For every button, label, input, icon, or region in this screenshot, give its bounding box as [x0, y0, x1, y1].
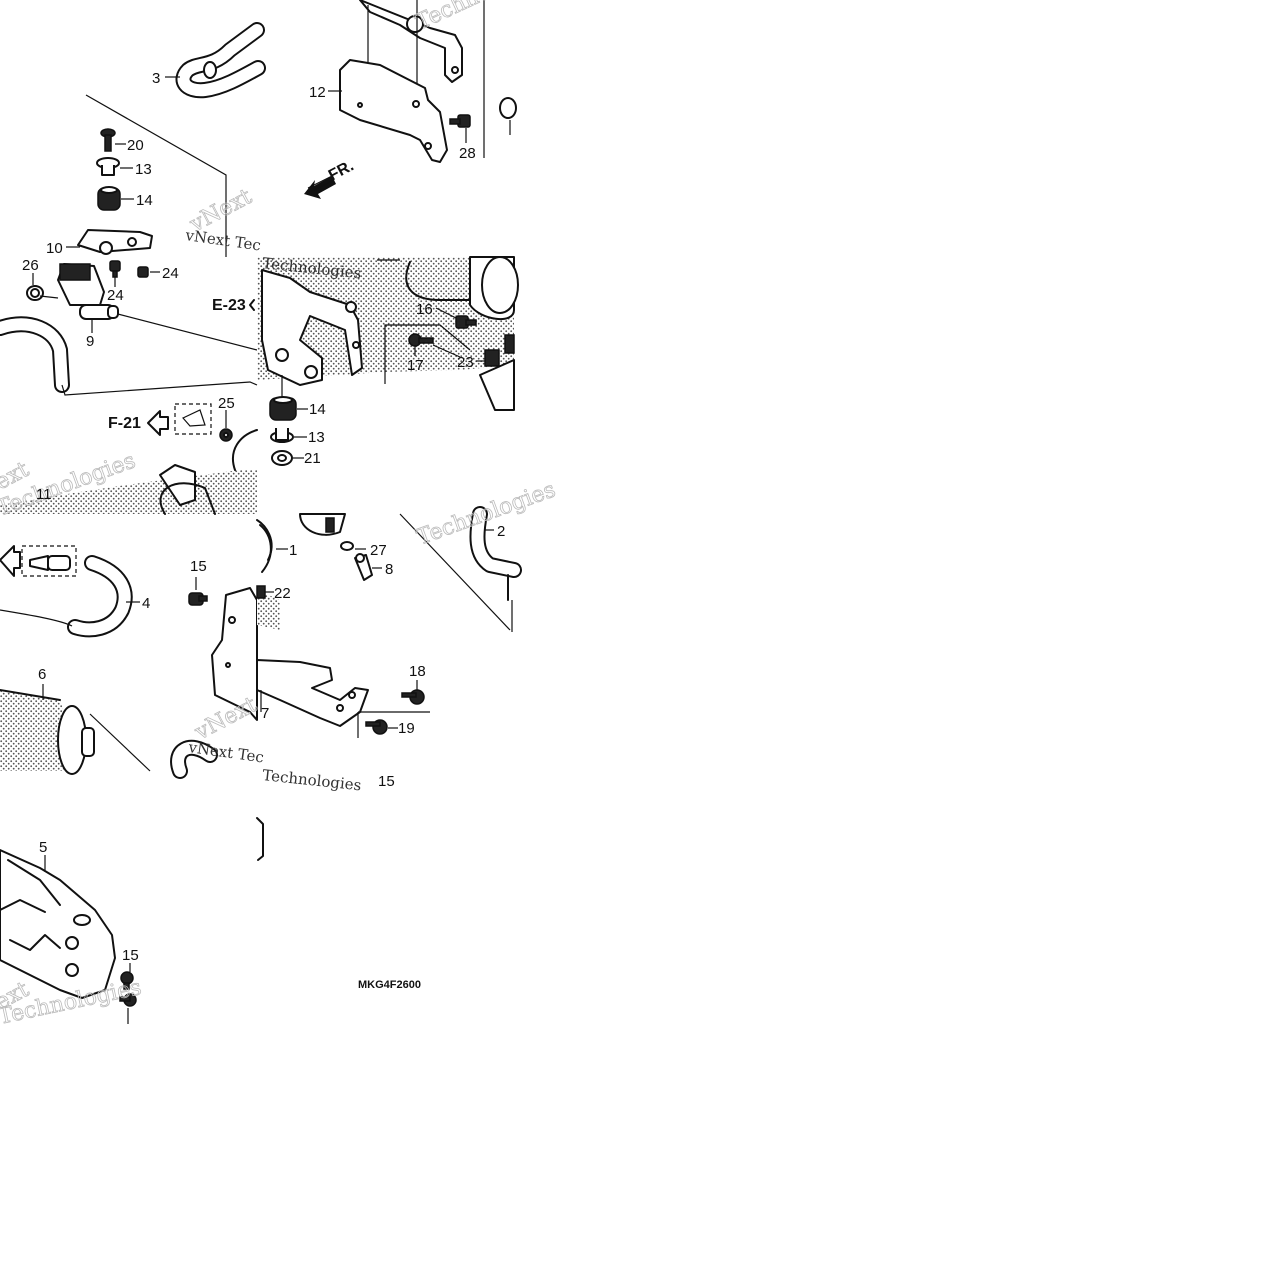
callout-3: 3	[152, 70, 160, 87]
collar-part-13	[270, 428, 294, 443]
callout-11: 11	[36, 486, 52, 503]
airbox-outline	[405, 256, 519, 411]
bolt-part-19	[365, 719, 388, 735]
clip-part-26	[26, 285, 44, 301]
callout-14: 14	[309, 401, 326, 418]
tile-bottom-center: Technologies	[256, 477, 559, 738]
bolt-part-24	[137, 266, 149, 278]
callout-9: 9	[86, 333, 94, 350]
bracket-part-7-body	[256, 659, 369, 727]
callout-2: 2	[497, 523, 505, 540]
callout-25: 25	[218, 395, 235, 412]
callout-24: 24	[162, 265, 179, 282]
tile-center: Technologies	[257, 254, 519, 466]
clamp-band-part-11	[159, 429, 258, 515]
callout-26: 26	[22, 257, 39, 274]
bracket-part-5	[0, 849, 116, 999]
callout-labels: 3 20 13 14 10 26 24 24 9 25 11 12 28 16 …	[22, 70, 505, 964]
screw-part-20	[100, 128, 116, 152]
bolt-part-24	[109, 260, 121, 278]
callout-5: 5	[39, 839, 47, 856]
callout-21: 21	[304, 450, 321, 467]
ref-e23: E-23	[212, 297, 246, 314]
callout-14: 14	[136, 192, 153, 209]
nut-part-21	[271, 450, 293, 466]
bracket-center	[261, 269, 363, 386]
callout-6: 6	[38, 666, 46, 683]
clamp-part-25	[219, 428, 233, 442]
callout-8: 8	[385, 561, 393, 578]
callout-20: 20	[127, 137, 144, 154]
callout-15: 15	[378, 773, 395, 790]
hose-part-3	[175, 22, 266, 99]
callout-27: 27	[370, 542, 387, 559]
hose-part-4	[0, 555, 133, 638]
ref-f21: F-21	[108, 415, 141, 432]
callout-19: 19	[398, 720, 415, 737]
callout-13: 13	[308, 429, 325, 446]
bracket-part-10	[77, 229, 153, 255]
callout-12: 12	[309, 84, 326, 101]
bolt-part-18	[401, 689, 425, 705]
grommet-part-14	[269, 396, 297, 421]
solenoid-valve	[57, 263, 119, 320]
diagram-code: MKG4F2600	[358, 979, 421, 991]
callout-7: 7	[261, 705, 269, 722]
callout-1: 1	[289, 542, 297, 559]
watermark-text: Technologies	[262, 766, 363, 794]
callout-15: 15	[190, 558, 207, 575]
callout-16: 16	[416, 301, 433, 318]
callout-18: 18	[409, 663, 426, 680]
tile-bottom-row: Technologies MKG4F2600 ext Technologies	[0, 766, 421, 1030]
watermark-text: Technologies	[412, 0, 555, 35]
bracket-part-7	[211, 587, 258, 721]
callout-10: 10	[46, 240, 63, 257]
callout-28: 28	[459, 145, 476, 162]
tile-top-mid: FR. Technologies	[304, 0, 555, 199]
callout-15: 15	[122, 947, 139, 964]
tile-mid-left: E-23 F-21 ext Technologies	[0, 260, 258, 522]
tile-top-left: vNext Tec vNext	[66, 22, 266, 257]
watermark-text: Technologies	[414, 477, 559, 550]
callout-24: 24	[107, 287, 124, 304]
canister-part-6	[0, 684, 151, 775]
front-direction-arrow	[304, 175, 336, 199]
bolt-part-16	[455, 315, 477, 329]
collar-part-13	[96, 157, 120, 176]
callout-23: 23	[457, 354, 474, 371]
callout-22: 22	[274, 585, 291, 602]
clamp-part-15	[188, 592, 208, 606]
callout-4: 4	[142, 595, 150, 612]
grommet-part-14	[97, 186, 121, 211]
watermark-text: vNext	[185, 184, 256, 238]
watermark-text: vNext Tec	[186, 738, 265, 767]
callout-17: 17	[407, 357, 424, 374]
fitting-part-8	[354, 553, 373, 581]
hose-part-2	[469, 506, 522, 601]
tile-bottom-left: vNext Tec vNext	[0, 519, 273, 779]
screw-part-15	[119, 971, 137, 1007]
callout-13: 13	[135, 161, 152, 178]
bolt-part-28	[449, 114, 471, 128]
plate-part-12	[339, 59, 448, 163]
bolt-part-17	[408, 333, 434, 347]
